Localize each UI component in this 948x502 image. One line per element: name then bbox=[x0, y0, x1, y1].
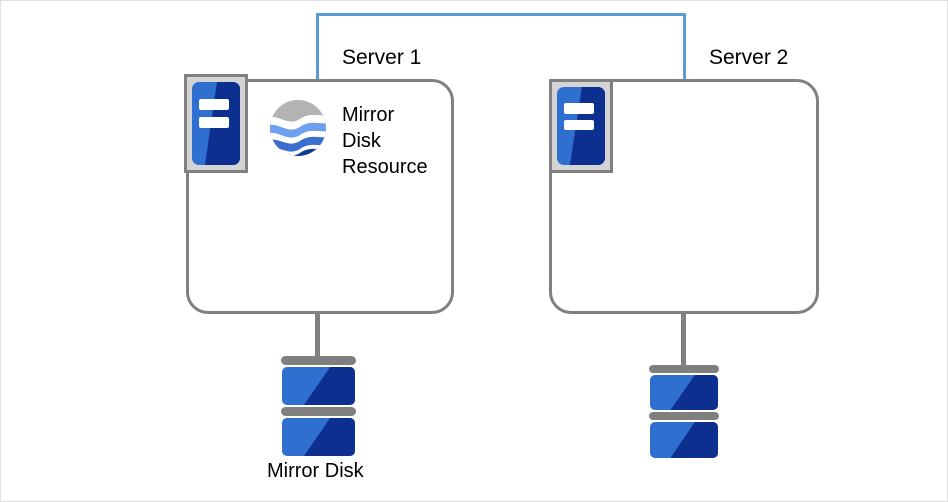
server-icon-bar-top bbox=[564, 103, 595, 114]
disk-cap-middle bbox=[649, 412, 719, 420]
server-icon-bar-bottom bbox=[199, 116, 230, 128]
server-icon-bar-bottom bbox=[564, 119, 595, 130]
mirror-disk-label: Mirror Disk bbox=[267, 460, 364, 482]
resource-line-2: Disk bbox=[342, 130, 381, 152]
server-1-label: Server 1 bbox=[342, 46, 422, 69]
disk-cap-top bbox=[281, 356, 356, 365]
server-2-disk-connector bbox=[681, 313, 686, 368]
server-icon-body bbox=[557, 87, 605, 165]
disk-cap-middle bbox=[281, 407, 356, 416]
disk-platter-top bbox=[650, 375, 718, 410]
mirror-disk-resource-globe-icon bbox=[270, 100, 326, 156]
server-icon-bar-top bbox=[199, 99, 230, 111]
mirror-disk-right-icon bbox=[649, 365, 719, 458]
server-1-disk-connector bbox=[315, 313, 320, 361]
disk-platter-top bbox=[282, 367, 355, 405]
disk-cap-top bbox=[649, 365, 719, 373]
resource-line-1: Mirror bbox=[342, 104, 395, 126]
mirror-disk-left-icon bbox=[281, 356, 356, 456]
server-1-node-icon bbox=[184, 74, 248, 173]
disk-platter-bottom bbox=[282, 418, 355, 456]
server-icon-body bbox=[192, 82, 240, 165]
disk-platter-bottom bbox=[650, 422, 718, 458]
server-2-node-icon bbox=[549, 79, 613, 173]
mirror-connect-link bbox=[316, 13, 686, 81]
server-2-label: Server 2 bbox=[709, 46, 789, 69]
resource-line-3: Resource bbox=[342, 156, 428, 178]
